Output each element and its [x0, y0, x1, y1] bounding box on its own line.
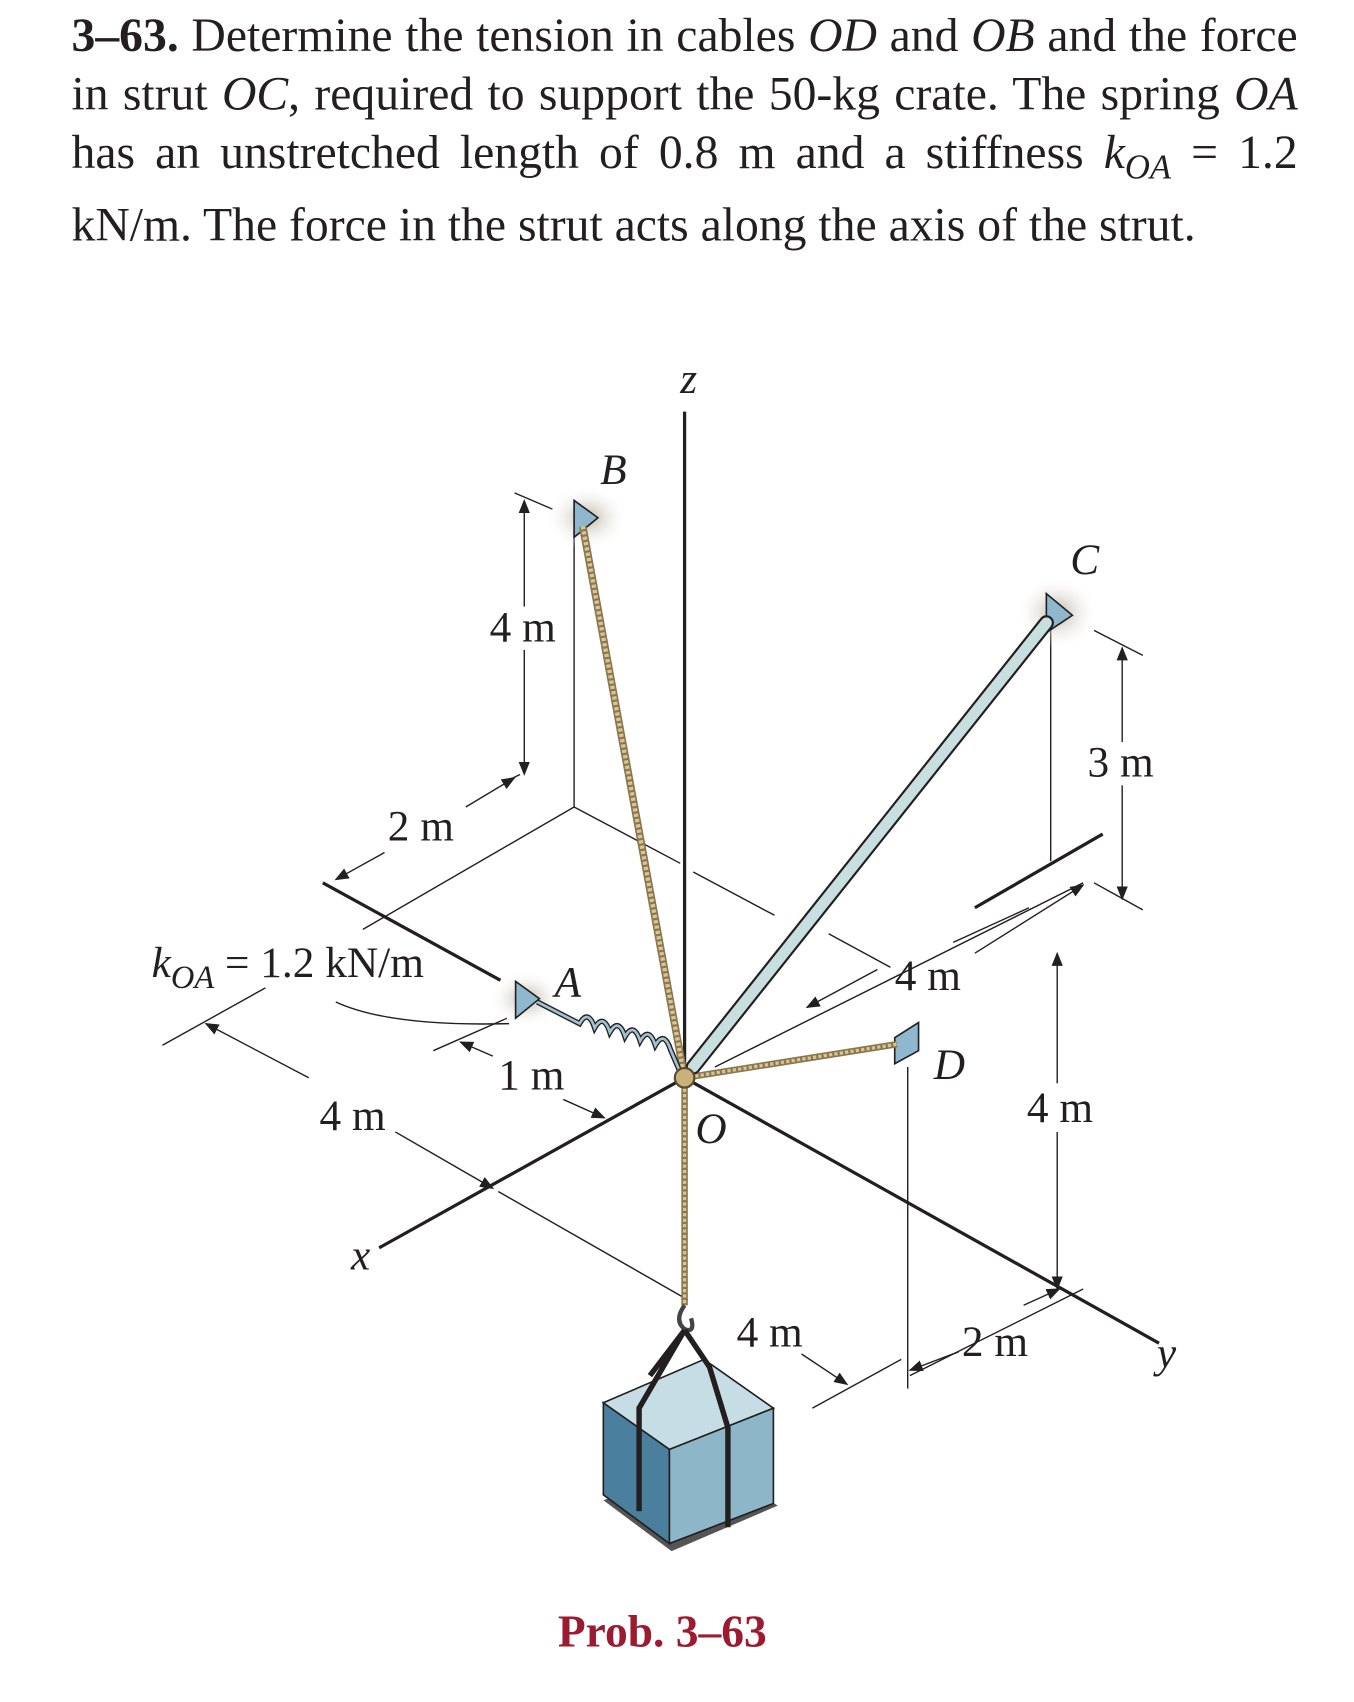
dim-d-2m: 2 m — [962, 1318, 1028, 1366]
cable-od-texture — [684, 1042, 898, 1080]
spring-oa: OA — [1234, 67, 1298, 121]
point-a-label: A — [552, 959, 582, 1007]
strut-oc: OC — [221, 67, 289, 121]
dim-d-height: 4 m — [1027, 1084, 1093, 1132]
axis-z-label: z — [679, 355, 697, 403]
text: and — [876, 8, 972, 62]
cable-ob: OB — [971, 8, 1035, 62]
k-symbol: k — [1103, 125, 1125, 179]
problem-number: 3–63. — [71, 8, 179, 62]
spring-oa-fill — [536, 1000, 682, 1073]
text: and the force in strut — [71, 8, 1298, 121]
point-b-label: B — [600, 446, 626, 494]
axis-x-label: x — [350, 1232, 370, 1280]
text: Determine the tension in cables — [178, 8, 809, 62]
axis-y-label: y — [1153, 1329, 1177, 1377]
dim-b-2m: 2 m — [388, 803, 454, 851]
k-subscript: OA — [1124, 147, 1172, 187]
dim-c-4m: 4 m — [895, 952, 961, 1000]
dim-c-height: 3 m — [1088, 739, 1154, 787]
y-axis — [683, 1076, 1160, 1345]
line-a — [322, 881, 502, 982]
cable-ob-texture — [580, 526, 687, 1079]
text: has an unstretched length of 0.8 m and a… — [71, 125, 1104, 179]
knot-o — [673, 1066, 696, 1089]
problem-statement: 3–63. Determine the tension in cables OD… — [71, 6, 1297, 254]
dimension-arrows — [204, 499, 1128, 1386]
strut-oc — [687, 617, 1052, 1073]
point-o-label: O — [695, 1105, 726, 1153]
hook-icon — [677, 1303, 695, 1333]
dim-left-4m: 4 m — [320, 1092, 386, 1140]
spring-constant-label: kOA = 1.2 kN/m — [152, 939, 425, 996]
point-d-label: D — [933, 1041, 965, 1089]
figure-caption: Prob. 3–63 — [558, 1605, 767, 1656]
text: , required to support the 50-kg crate. T… — [288, 67, 1235, 121]
dim-b-height: 4 m — [490, 603, 556, 651]
cable-od: OD — [808, 8, 877, 62]
crate — [601, 1303, 778, 1552]
anchor-a — [514, 979, 541, 1020]
dim-a-1m: 1 m — [498, 1052, 564, 1100]
k-subscript: OA — [171, 960, 214, 996]
dim-bottom-4m: 4 m — [737, 1308, 803, 1356]
line-c — [974, 832, 1104, 910]
spring-value: = 1.2 kN/m — [214, 939, 424, 987]
point-c-label: C — [1070, 536, 1100, 584]
x-axis — [378, 1076, 686, 1250]
construction-lines — [162, 492, 1144, 1409]
k-symbol: k — [152, 939, 172, 987]
anchor-d — [893, 1021, 920, 1066]
text: = 1.2 kN/m. The force in the strut acts … — [71, 125, 1298, 252]
